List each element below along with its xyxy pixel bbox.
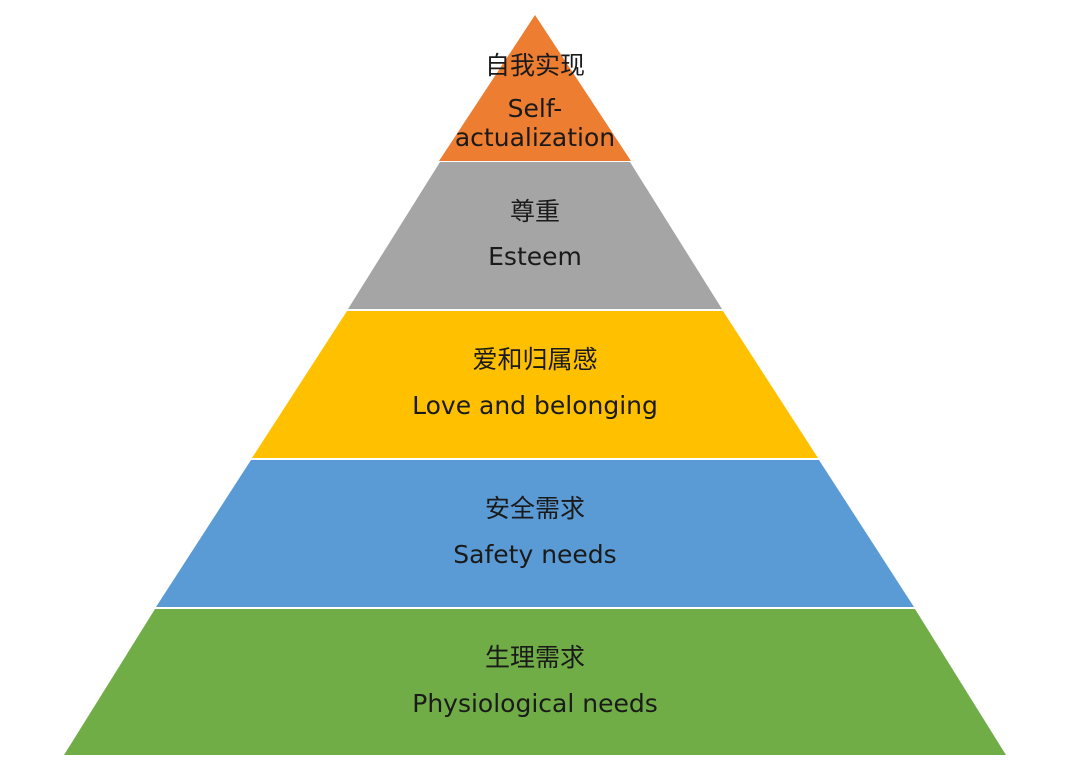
tier-physiological-shape xyxy=(64,609,1006,755)
tier-self-actualization-label-en: Self- xyxy=(508,94,563,123)
tier-self-actualization: 自我实现 Self- actualization xyxy=(439,15,631,161)
tier-physiological: 生理需求 Physiological needs xyxy=(64,609,1006,755)
tier-love-belonging-label-zh: 爱和归属感 xyxy=(472,345,597,374)
tier-self-actualization-label-zh: 自我实现 xyxy=(485,51,585,80)
tier-esteem-shape xyxy=(348,162,722,309)
tier-physiological-label-zh: 生理需求 xyxy=(485,643,585,672)
tier-esteem-label-en: Esteem xyxy=(488,242,582,271)
tier-love-belonging: 爱和归属感 Love and belonging xyxy=(252,311,818,458)
tier-self-actualization-label-en-line2: actualization xyxy=(455,123,615,152)
tier-esteem: 尊重 Esteem xyxy=(348,162,722,309)
tier-love-belonging-shape xyxy=(252,311,818,458)
tier-love-belonging-label-en: Love and belonging xyxy=(412,391,658,420)
tier-safety-label-en: Safety needs xyxy=(453,540,616,569)
tier-esteem-label-zh: 尊重 xyxy=(510,197,560,226)
tier-self-actualization-shape xyxy=(439,15,631,161)
tier-safety-label-zh: 安全需求 xyxy=(485,494,585,523)
tier-safety-shape xyxy=(156,460,914,607)
tier-safety: 安全需求 Safety needs xyxy=(156,460,914,607)
tier-physiological-label-en: Physiological needs xyxy=(412,689,658,718)
